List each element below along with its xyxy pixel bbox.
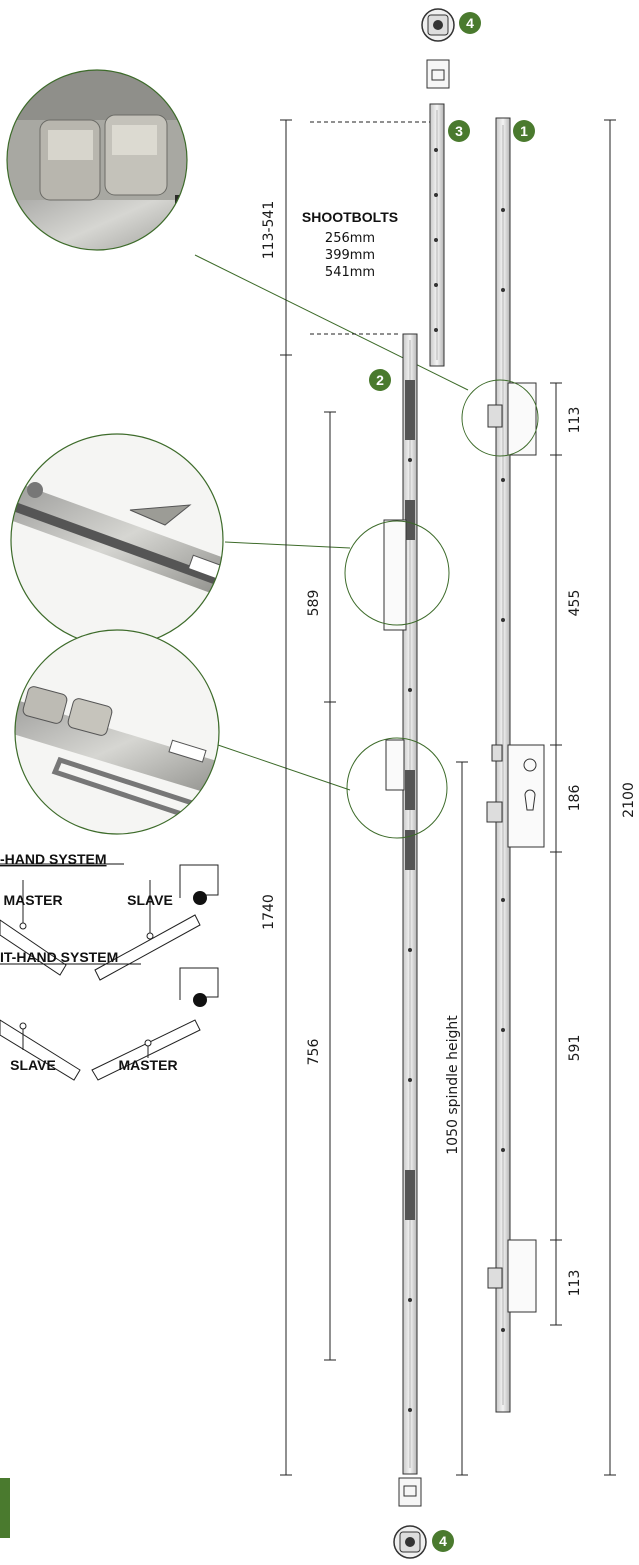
badge-4-bottom-text: 4 bbox=[439, 1533, 447, 1549]
dim-455: 455 bbox=[567, 590, 583, 617]
slave-strip bbox=[383, 333, 418, 1475]
dim-186: 186 bbox=[567, 785, 583, 812]
right-hand-system-title: IT-HAND SYSTEM bbox=[0, 949, 118, 965]
badge-4-bottom: 4 bbox=[432, 1530, 454, 1552]
rh-right-label: MASTER bbox=[118, 1057, 177, 1073]
detail-circles bbox=[344, 379, 539, 839]
badge-3: 3 bbox=[448, 120, 470, 142]
shootbolt-bar bbox=[429, 103, 445, 367]
dim-1740: 1740 bbox=[261, 894, 277, 930]
page-tab-marker bbox=[0, 1478, 10, 1538]
right-hand-system: IT-HAND SYSTEM SLAVE MASTER bbox=[0, 949, 219, 1081]
shootbolt-size-399: 399mm bbox=[325, 248, 375, 263]
badge-2: 2 bbox=[369, 369, 391, 391]
dim-113-bottom: 113 bbox=[567, 1270, 583, 1297]
zoom-circle-hook bbox=[10, 433, 224, 647]
dim-113-top: 113 bbox=[567, 407, 583, 434]
dim-113-541: 113-541 bbox=[261, 201, 277, 260]
badge-1: 1 bbox=[513, 120, 535, 142]
keep-bottom bbox=[393, 1477, 427, 1559]
rh-left-label: SLAVE bbox=[10, 1057, 56, 1073]
badge-2-text: 2 bbox=[376, 372, 384, 388]
lh-left-label: MASTER bbox=[3, 892, 62, 908]
dimension-lines bbox=[280, 119, 616, 1476]
dim-spindle-height: 1050 spindle height bbox=[445, 1015, 461, 1155]
shootbolt-size-256: 256mm bbox=[325, 231, 375, 246]
dim-756: 756 bbox=[306, 1039, 322, 1066]
left-hand-system: -HAND SYSTEM MASTER SLAVE bbox=[0, 851, 219, 981]
shootbolts-info: SHOOTBOLTS 256mm 399mm 541mm bbox=[302, 209, 398, 280]
shootbolts-title: SHOOTBOLTS bbox=[302, 209, 398, 225]
badge-4-top-text: 4 bbox=[466, 15, 474, 31]
badge-1-text: 1 bbox=[520, 123, 528, 139]
badge-3-text: 3 bbox=[455, 123, 463, 139]
main-lock-strip bbox=[486, 117, 545, 1413]
lh-right-label: SLAVE bbox=[127, 892, 173, 908]
badge-4-top: 4 bbox=[459, 12, 481, 34]
zoom-circle-shootbolt bbox=[6, 69, 188, 251]
shootbolt-size-541: 541mm bbox=[325, 265, 375, 280]
dim-2100: 2100 bbox=[621, 782, 637, 818]
zoom-circle-roller bbox=[14, 629, 220, 835]
dim-591: 591 bbox=[567, 1035, 583, 1062]
dim-589: 589 bbox=[306, 590, 322, 617]
leader-lines bbox=[194, 254, 469, 791]
left-hand-system-title: -HAND SYSTEM bbox=[0, 851, 107, 867]
keep-top bbox=[421, 8, 455, 89]
